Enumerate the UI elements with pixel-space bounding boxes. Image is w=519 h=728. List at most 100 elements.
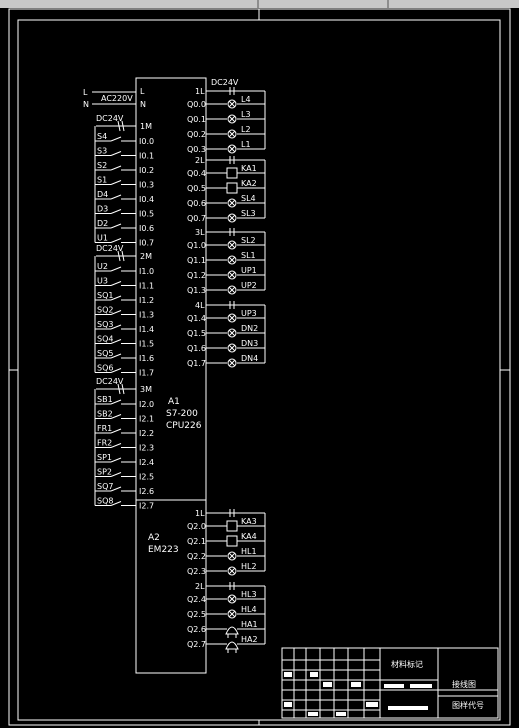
input-address: I2.5 <box>139 473 154 482</box>
output-common-pin: 4L <box>195 301 205 310</box>
lamp-icon <box>227 270 237 280</box>
output-device-label: SL2 <box>241 236 256 245</box>
output-address: Q0.6 <box>187 199 206 208</box>
output-row: Q0.0L4 <box>187 95 265 109</box>
switch-contact <box>110 151 122 156</box>
output-device-label: UP1 <box>241 266 257 275</box>
input-address: I2.6 <box>139 487 154 496</box>
output-address: Q0.5 <box>187 184 206 193</box>
input-device-label: D3 <box>97 205 108 214</box>
ext-designator: A2 <box>148 533 160 543</box>
output-device-label: KA2 <box>241 179 257 188</box>
input-address: I1.7 <box>139 369 154 378</box>
horn-icon <box>225 641 239 650</box>
input-device-label: SQ6 <box>97 364 113 373</box>
power-supply: L N AC220V L N <box>83 87 146 109</box>
input-device-label: S3 <box>97 147 107 156</box>
input-device-label: SQ5 <box>97 349 113 358</box>
output-address: Q2.5 <box>187 610 206 619</box>
input-supply-label: DC24V <box>96 114 124 123</box>
ext-model: EM223 <box>148 545 179 555</box>
lamp-icon <box>227 198 237 208</box>
material-label: 材料标记 <box>391 659 423 669</box>
output-device-label: L4 <box>241 95 251 104</box>
power-l-label: L <box>83 88 88 97</box>
output-device-label: DN2 <box>241 324 258 333</box>
switch-contact <box>110 281 122 286</box>
output-common-pin: 2L <box>195 582 205 591</box>
output-common-pin: 1L <box>195 509 205 518</box>
input-device-label: SQ3 <box>97 320 113 329</box>
output-device-label: HL1 <box>241 547 257 556</box>
output-wiring: 1LDC24VQ0.0L4Q0.1L3Q0.2L2Q0.3L12LQ0.4KA1… <box>187 78 266 368</box>
power-ac-label: AC220V <box>101 94 133 103</box>
lamp-icon <box>227 609 237 619</box>
input-address: I2.3 <box>139 444 154 453</box>
input-device-label: U1 <box>97 234 108 243</box>
output-address: Q2.4 <box>187 595 206 604</box>
output-address: Q1.7 <box>187 359 206 368</box>
lamp-icon <box>227 343 237 353</box>
lamp-icon <box>227 551 237 561</box>
output-device-label: UP3 <box>241 309 257 318</box>
output-address: Q1.3 <box>187 286 206 295</box>
lamp-icon <box>227 114 237 124</box>
input-address: I0.1 <box>139 152 154 161</box>
switch-contact <box>110 266 122 272</box>
input-common-pin: 1M <box>140 122 152 131</box>
output-address: Q1.1 <box>187 256 206 265</box>
power-n-label: N <box>83 100 89 109</box>
input-device-label: D4 <box>97 190 108 199</box>
switch-contact <box>110 165 122 171</box>
output-address: Q1.4 <box>187 314 206 323</box>
input-address: I2.4 <box>139 458 154 467</box>
input-address: I1.4 <box>139 325 154 334</box>
sheet-frame <box>8 8 511 726</box>
output-device-label: HL3 <box>241 590 257 599</box>
output-device-label: KA3 <box>241 517 257 526</box>
output-address: Q0.2 <box>187 130 206 139</box>
output-address: Q0.7 <box>187 214 206 223</box>
output-device-label: DN4 <box>241 354 258 363</box>
input-device-label: SQ1 <box>97 291 113 300</box>
input-device-label: S2 <box>97 161 107 170</box>
output-row: Q1.7 DN4 <box>187 354 265 368</box>
input-device-label: D2 <box>97 219 108 228</box>
input-address: I1.3 <box>139 311 154 320</box>
input-device-label: U2 <box>97 262 108 271</box>
lamp-icon <box>227 285 237 295</box>
input-device-label: FR2 <box>97 439 112 448</box>
output-common-pin: 1L <box>195 87 205 96</box>
input-address: I2.1 <box>139 415 154 424</box>
switch-contact <box>110 414 122 419</box>
input-address: I0.0 <box>139 137 154 146</box>
output-address: Q0.1 <box>187 115 206 124</box>
lamp-icon <box>227 99 237 109</box>
output-address: Q0.4 <box>187 169 206 178</box>
input-device-label: U3 <box>97 277 108 286</box>
input-supply-label: DC24V <box>96 244 124 253</box>
output-common-pin: 3L <box>195 228 205 237</box>
cpu-l-pin: L <box>140 87 145 96</box>
